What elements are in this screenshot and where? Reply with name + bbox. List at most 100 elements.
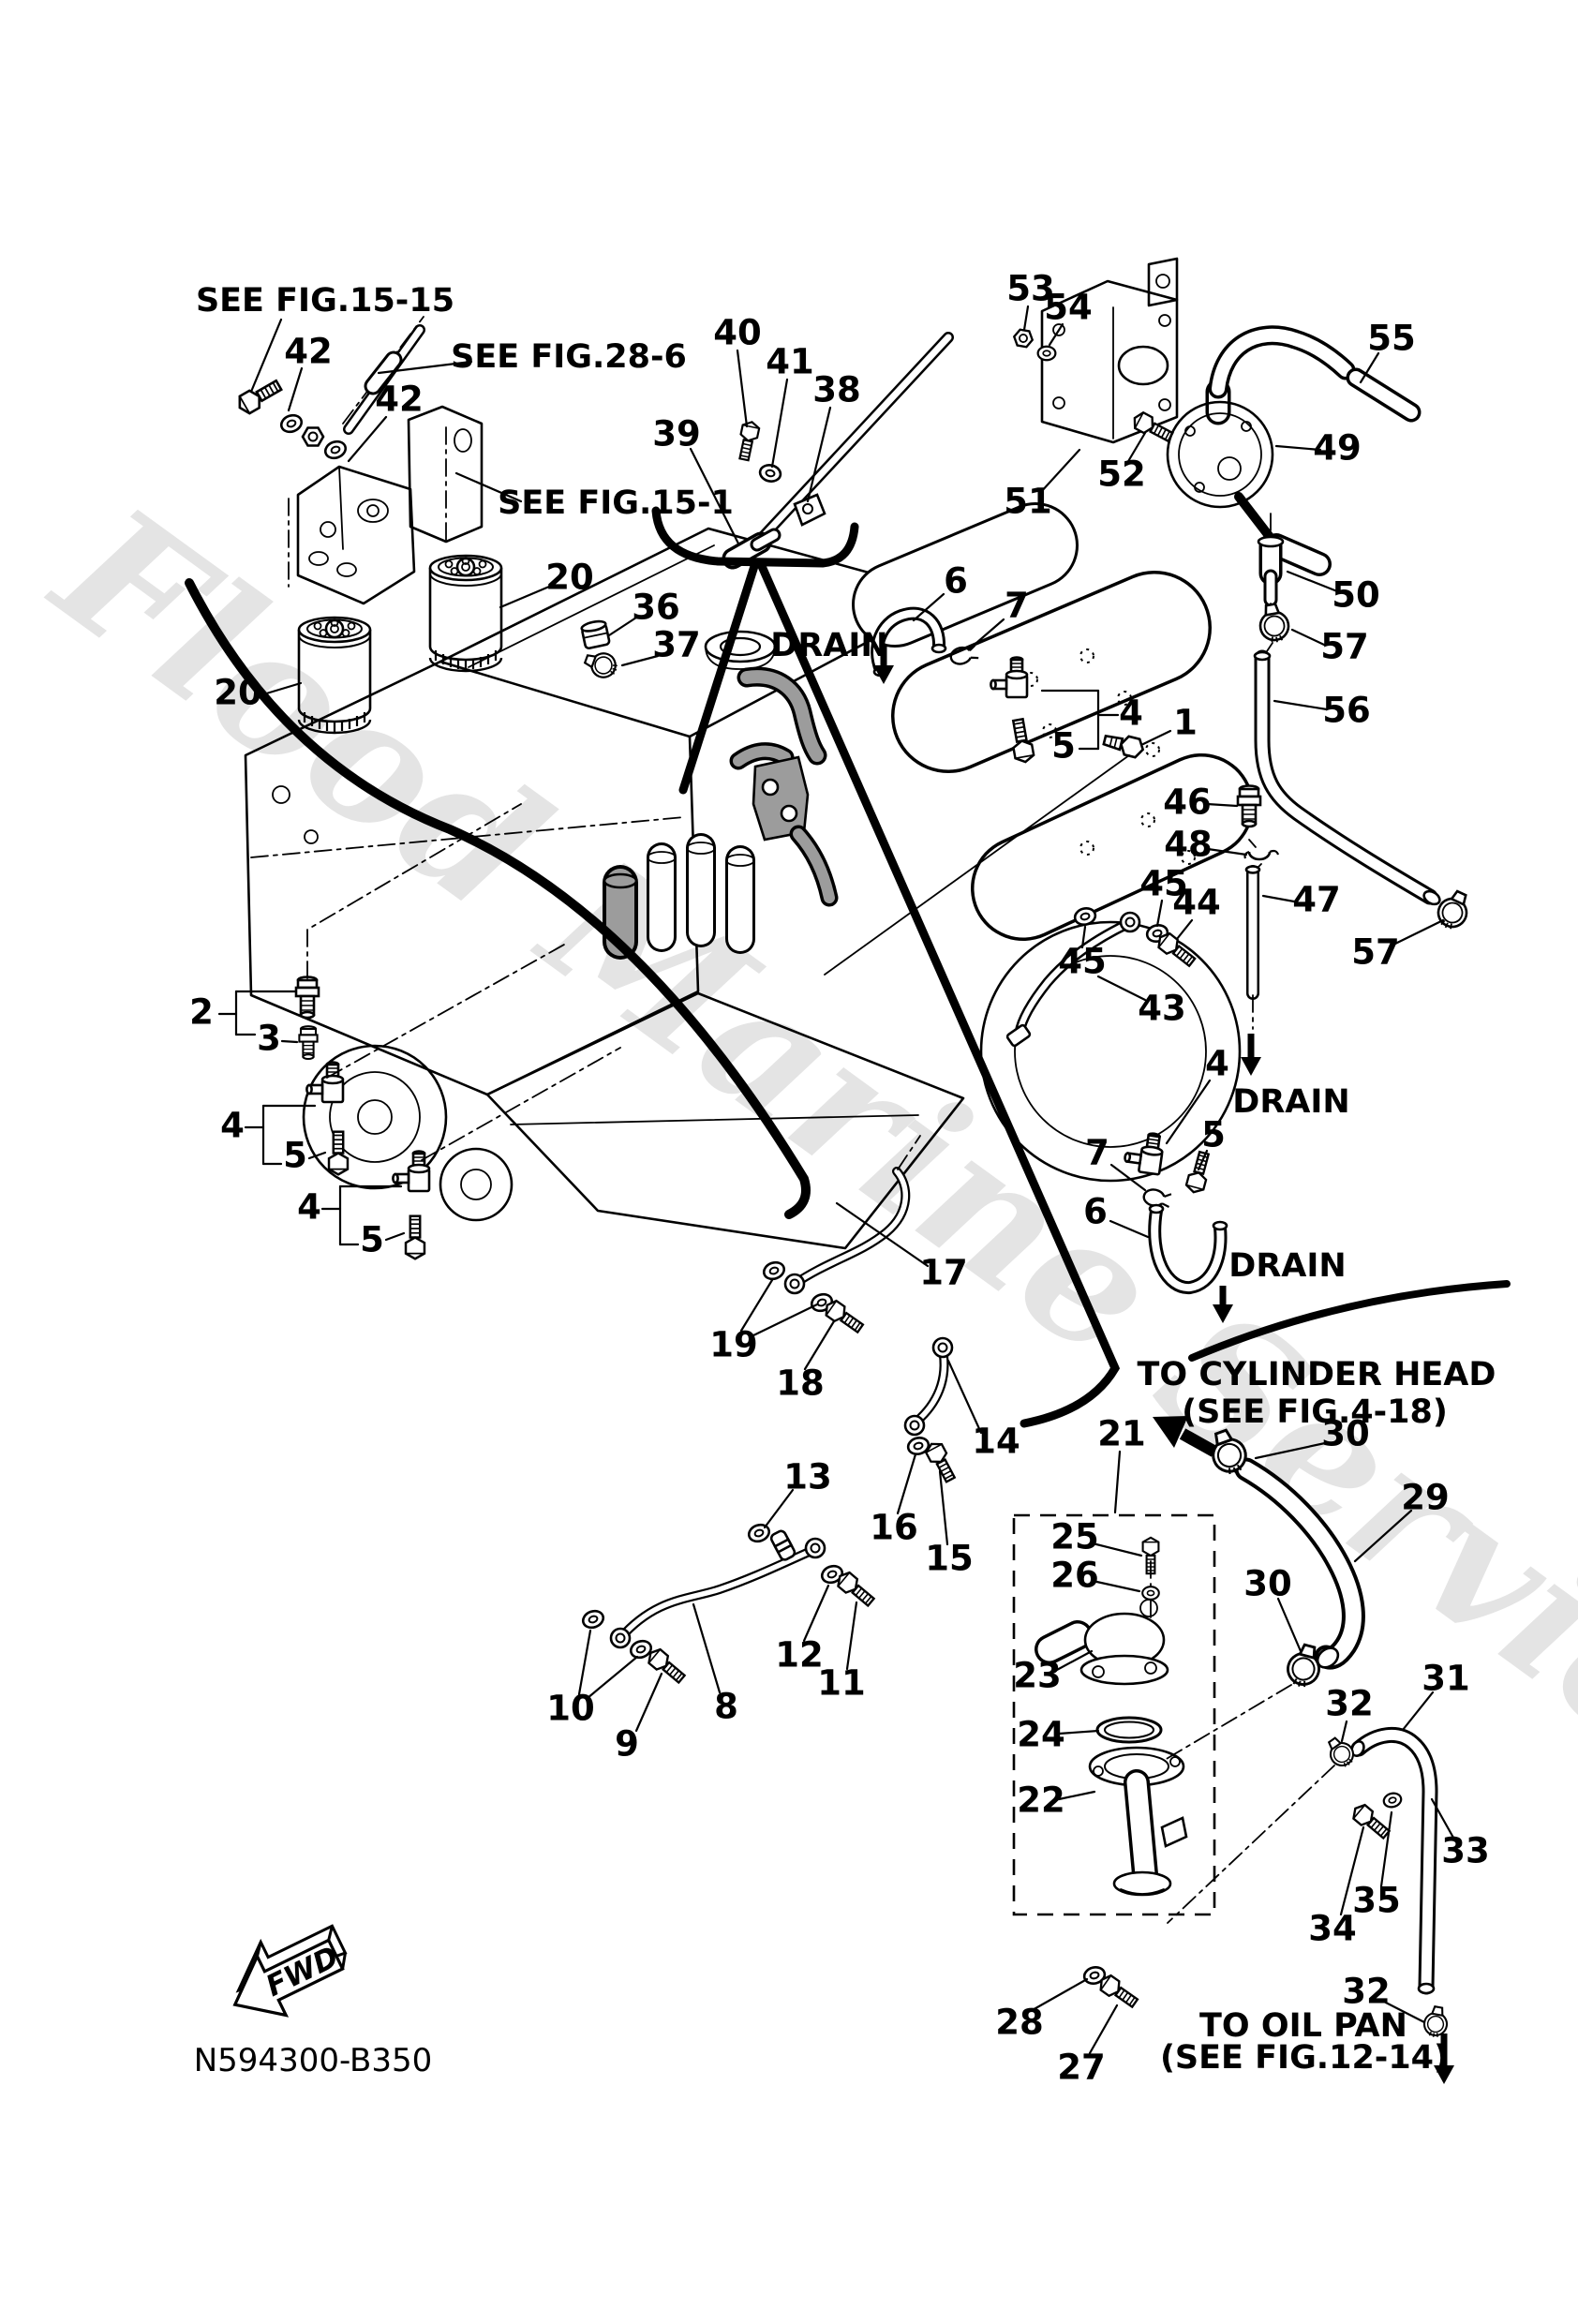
leader-15: [938, 1469, 949, 1546]
down-arrow-3: [1434, 2034, 1454, 2084]
callout-2: 2: [189, 992, 214, 1033]
pump-49: [1166, 379, 1332, 576]
callout-33: 33: [1441, 1831, 1490, 1871]
leader-45: [1155, 899, 1164, 928]
leader-20: [261, 681, 303, 696]
leader-26: [1091, 1579, 1141, 1593]
callout-23: 23: [1013, 1656, 1062, 1696]
leader-11: [845, 1601, 858, 1671]
flow-arrows: [873, 645, 1454, 2084]
annotation-leader-0: [249, 318, 283, 394]
callout-20: 20: [214, 673, 262, 713]
leader-1: [1141, 729, 1172, 746]
pump-bracket-51: [1040, 257, 1179, 444]
leader-17: [835, 1201, 930, 1268]
leader-32: [1382, 2000, 1426, 2024]
leader-7: [967, 618, 1005, 651]
callout-32: 32: [1325, 1684, 1374, 1724]
callout-41: 41: [766, 342, 814, 382]
annotation-4: DRAIN: [1232, 1083, 1349, 1121]
leader-10: [577, 1629, 592, 1696]
callout-35: 35: [1352, 1881, 1401, 1921]
callout-7: 7: [1085, 1133, 1109, 1173]
breather-hose-29: [1234, 1457, 1365, 1670]
callout-57: 57: [1320, 627, 1369, 667]
callout-27: 27: [1057, 2048, 1106, 2088]
callout-10: 10: [546, 1689, 595, 1729]
leader-7: [1109, 1163, 1147, 1192]
callout-53: 53: [1006, 269, 1055, 309]
leader-45: [1080, 925, 1087, 949]
leader-49: [1274, 444, 1322, 452]
left-fittings: [294, 803, 621, 1260]
leader-13: [763, 1488, 795, 1529]
leader-34: [1339, 1825, 1365, 1916]
callout-17: 17: [919, 1253, 968, 1293]
callout-50: 50: [1332, 575, 1380, 616]
callout-3: 3: [257, 1019, 281, 1059]
leader-3: [280, 1039, 299, 1044]
callout-47: 47: [1292, 880, 1341, 920]
annotation-7: (SEE FIG.4-18): [1182, 1393, 1448, 1431]
engine-block: [244, 502, 1254, 1250]
leader-6: [912, 592, 945, 622]
annotation-9: (SEE FIG.12-14): [1160, 2039, 1449, 2077]
leader-35: [1379, 1810, 1393, 1888]
callout-5: 5: [1201, 1115, 1226, 1155]
tube-47: [1244, 865, 1261, 1030]
callout-31: 31: [1422, 1659, 1470, 1699]
callout-25: 25: [1050, 1517, 1099, 1557]
callout-38: 38: [812, 370, 861, 410]
callout-39: 39: [652, 414, 701, 454]
callout-7: 7: [1005, 586, 1029, 626]
callout-21: 21: [1097, 1414, 1146, 1454]
callout-20: 20: [545, 558, 594, 598]
leader-55: [1359, 351, 1380, 384]
callout-1: 1: [1173, 703, 1198, 743]
leader-8: [692, 1602, 722, 1694]
leader-18: [803, 1319, 836, 1371]
annotation-leader-1: [377, 360, 473, 375]
callout-30: 30: [1321, 1414, 1370, 1454]
leader-19: [748, 1303, 819, 1339]
callout-4: 4: [220, 1106, 245, 1146]
leader-23: [1053, 1649, 1094, 1673]
leader-47: [1261, 894, 1296, 903]
callout-52: 52: [1097, 454, 1146, 495]
callout-6: 6: [1083, 1192, 1108, 1232]
leader-48: [1206, 847, 1248, 857]
callout-44: 44: [1172, 883, 1221, 923]
housing-23: [1035, 1599, 1169, 1686]
callout-37: 37: [652, 625, 701, 665]
leader-5: [384, 1231, 406, 1242]
callout-5: 5: [360, 1220, 384, 1260]
callout-46: 46: [1163, 782, 1212, 823]
leader-51: [1038, 448, 1081, 495]
callout-56: 56: [1322, 691, 1371, 731]
leader-29: [1353, 1509, 1413, 1563]
figure-code: N594300-B350: [194, 2042, 433, 2079]
callout-36: 36: [632, 588, 680, 628]
callout-45: 45: [1139, 864, 1188, 904]
leader-12: [802, 1584, 830, 1643]
pipe-43: [1005, 911, 1141, 1048]
down-arrow-2: [1213, 1286, 1233, 1323]
callout-9: 9: [615, 1724, 639, 1765]
right-fittings: [824, 656, 1280, 1048]
leader-27: [1088, 2004, 1119, 2055]
leader-43: [1096, 975, 1147, 1002]
callout-51: 51: [1004, 482, 1052, 522]
callout-4: 4: [1119, 693, 1143, 734]
oil-pipe-8: [609, 1529, 826, 1649]
pickup-tube-22: [1088, 1746, 1188, 1897]
callout-32: 32: [1342, 1972, 1391, 2012]
leader-57: [1392, 918, 1445, 946]
leader-30: [1254, 1441, 1327, 1460]
leader-5: [1197, 1149, 1209, 1171]
callout-34: 34: [1308, 1909, 1357, 1949]
leader-50: [1286, 570, 1339, 593]
hose-56: [1253, 649, 1441, 906]
leader-6: [1109, 1219, 1150, 1239]
annotation-2: SEE FIG.15-1: [498, 484, 734, 522]
